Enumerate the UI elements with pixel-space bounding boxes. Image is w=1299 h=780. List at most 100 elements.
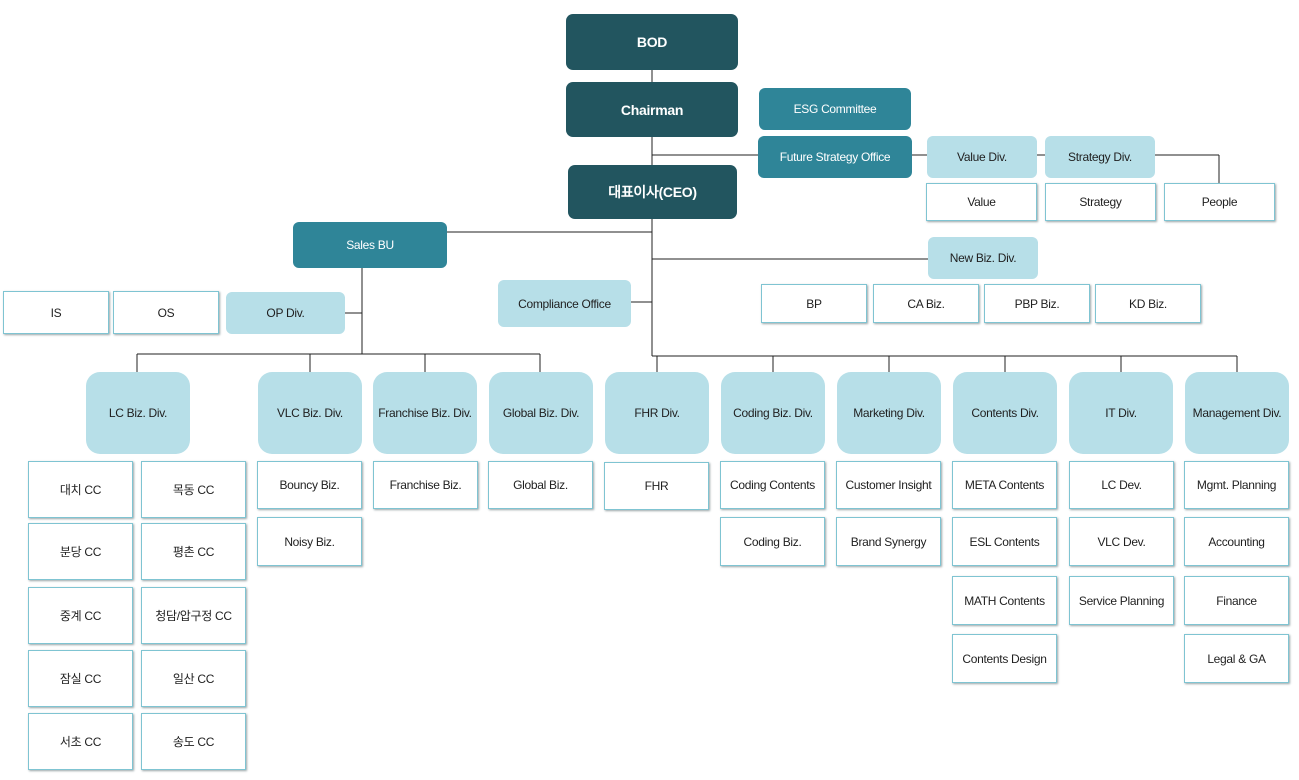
new-biz-unit-box: BP bbox=[761, 284, 867, 323]
sales-bu-box: Sales BU bbox=[293, 222, 447, 268]
unit-box: Legal & GA bbox=[1184, 634, 1289, 683]
division-label: IT Div. bbox=[1105, 406, 1137, 420]
compliance-office-box: Compliance Office bbox=[498, 280, 631, 327]
unit-label: META Contents bbox=[964, 478, 1045, 492]
op-div-label: OP Div. bbox=[266, 306, 305, 320]
unit-box: Mgmt. Planning bbox=[1184, 461, 1289, 509]
strategy-div-label: Strategy Div. bbox=[1068, 150, 1132, 164]
division-label: Coding Biz. Div. bbox=[733, 406, 813, 420]
unit-label: Mgmt. Planning bbox=[1196, 478, 1277, 492]
unit-box: 잠실 CC bbox=[28, 650, 133, 707]
value-unit-box: Value bbox=[926, 183, 1037, 221]
division-label: Franchise Biz. Div. bbox=[378, 406, 472, 420]
unit-label: Finance bbox=[1216, 593, 1257, 608]
ceo-box: 대표이사(CEO) bbox=[568, 165, 737, 219]
unit-box: Coding Biz. bbox=[720, 517, 825, 566]
new-biz-unit-label: BP bbox=[806, 296, 822, 311]
unit-label: 송도 CC bbox=[172, 734, 215, 749]
is-unit-label: IS bbox=[50, 305, 62, 320]
unit-label: 중계 CC bbox=[59, 608, 102, 623]
esg-committee-box: ESG Committee bbox=[759, 88, 911, 130]
unit-label: Customer Insight bbox=[845, 478, 932, 492]
unit-label: Coding Contents bbox=[730, 478, 815, 492]
unit-label: Franchise Biz. bbox=[389, 478, 462, 492]
unit-box: 청담/압구정 CC bbox=[141, 587, 246, 644]
unit-label: LC Dev. bbox=[1101, 478, 1142, 492]
unit-box: 중계 CC bbox=[28, 587, 133, 644]
division-box: LC Biz. Div. bbox=[86, 372, 190, 454]
division-label: Global Biz. Div. bbox=[502, 406, 580, 420]
unit-box: Global Biz. bbox=[488, 461, 593, 509]
unit-label: 분당 CC bbox=[59, 544, 102, 559]
value-div-box: Value Div. bbox=[927, 136, 1037, 178]
unit-label: Coding Biz. bbox=[743, 534, 802, 549]
unit-box: 평촌 CC bbox=[141, 523, 246, 580]
unit-label: 대치 CC bbox=[59, 482, 102, 497]
unit-box: Franchise Biz. bbox=[373, 461, 478, 509]
unit-box: Accounting bbox=[1184, 517, 1289, 566]
new-biz-div-label: New Biz. Div. bbox=[949, 251, 1017, 265]
unit-box: 대치 CC bbox=[28, 461, 133, 518]
unit-label: Noisy Biz. bbox=[284, 534, 335, 549]
chairman-label: Chairman bbox=[620, 101, 684, 118]
unit-label: Legal & GA bbox=[1207, 651, 1266, 666]
sales-bu-label: Sales BU bbox=[346, 238, 394, 252]
new-biz-unit-label: PBP Biz. bbox=[1014, 296, 1060, 311]
unit-box: Customer Insight bbox=[836, 461, 941, 509]
unit-box: 일산 CC bbox=[141, 650, 246, 707]
unit-box: 분당 CC bbox=[28, 523, 133, 580]
unit-box: META Contents bbox=[952, 461, 1057, 509]
os-unit-label: OS bbox=[157, 305, 175, 320]
division-label: Marketing Div. bbox=[853, 406, 925, 420]
unit-label: 청담/압구정 CC bbox=[155, 608, 232, 623]
division-label: LC Biz. Div. bbox=[108, 406, 168, 420]
unit-box: 송도 CC bbox=[141, 713, 246, 770]
unit-box: ESL Contents bbox=[952, 517, 1057, 566]
unit-box: Finance bbox=[1184, 576, 1289, 625]
op-div-box: OP Div. bbox=[226, 292, 345, 334]
unit-label: 목동 CC bbox=[172, 482, 215, 497]
new-biz-unit-box: PBP Biz. bbox=[984, 284, 1090, 323]
os-unit-box: OS bbox=[113, 291, 219, 334]
unit-label: FHR bbox=[644, 479, 669, 493]
unit-box: VLC Dev. bbox=[1069, 517, 1174, 566]
new-biz-unit-label: CA Biz. bbox=[907, 296, 945, 311]
ceo-label: 대표이사(CEO) bbox=[608, 184, 697, 200]
unit-box: MATH Contents bbox=[952, 576, 1057, 625]
unit-box: Contents Design bbox=[952, 634, 1057, 683]
unit-label: Contents Design bbox=[962, 651, 1047, 666]
esg-committee-label: ESG Committee bbox=[793, 102, 877, 116]
unit-label: Accounting bbox=[1208, 534, 1265, 549]
division-label: Management Div. bbox=[1192, 406, 1282, 420]
division-box: VLC Biz. Div. bbox=[258, 372, 362, 454]
unit-box: LC Dev. bbox=[1069, 461, 1174, 509]
unit-label: Brand Synergy bbox=[850, 534, 927, 549]
strategy-unit-box: Strategy bbox=[1045, 183, 1156, 221]
future-strategy-office-label: Future Strategy Office bbox=[779, 150, 891, 164]
compliance-office-label: Compliance Office bbox=[518, 296, 611, 311]
value-unit-label: Value bbox=[967, 195, 996, 209]
unit-label: 서초 CC bbox=[59, 734, 102, 749]
division-box: Contents Div. bbox=[953, 372, 1057, 454]
unit-box: Coding Contents bbox=[720, 461, 825, 509]
unit-box: Brand Synergy bbox=[836, 517, 941, 566]
new-biz-unit-label: KD Biz. bbox=[1129, 296, 1167, 311]
unit-label: VLC Dev. bbox=[1097, 534, 1146, 549]
people-unit-label: People bbox=[1201, 195, 1238, 209]
division-box: Global Biz. Div. bbox=[489, 372, 593, 454]
unit-label: 잠실 CC bbox=[59, 671, 102, 686]
division-box: Franchise Biz. Div. bbox=[373, 372, 477, 454]
division-box: Marketing Div. bbox=[837, 372, 941, 454]
division-box: Coding Biz. Div. bbox=[721, 372, 825, 454]
unit-label: Service Planning bbox=[1078, 593, 1165, 608]
unit-box: Noisy Biz. bbox=[257, 517, 362, 566]
future-strategy-office-box: Future Strategy Office bbox=[758, 136, 912, 178]
unit-label: Global Biz. bbox=[513, 478, 568, 492]
is-unit-box: IS bbox=[3, 291, 109, 334]
chairman-box: Chairman bbox=[566, 82, 738, 137]
unit-label: 평촌 CC bbox=[172, 544, 215, 559]
unit-label: 일산 CC bbox=[172, 671, 215, 686]
unit-box: Bouncy Biz. bbox=[257, 461, 362, 509]
division-box: FHR Div. bbox=[605, 372, 709, 454]
